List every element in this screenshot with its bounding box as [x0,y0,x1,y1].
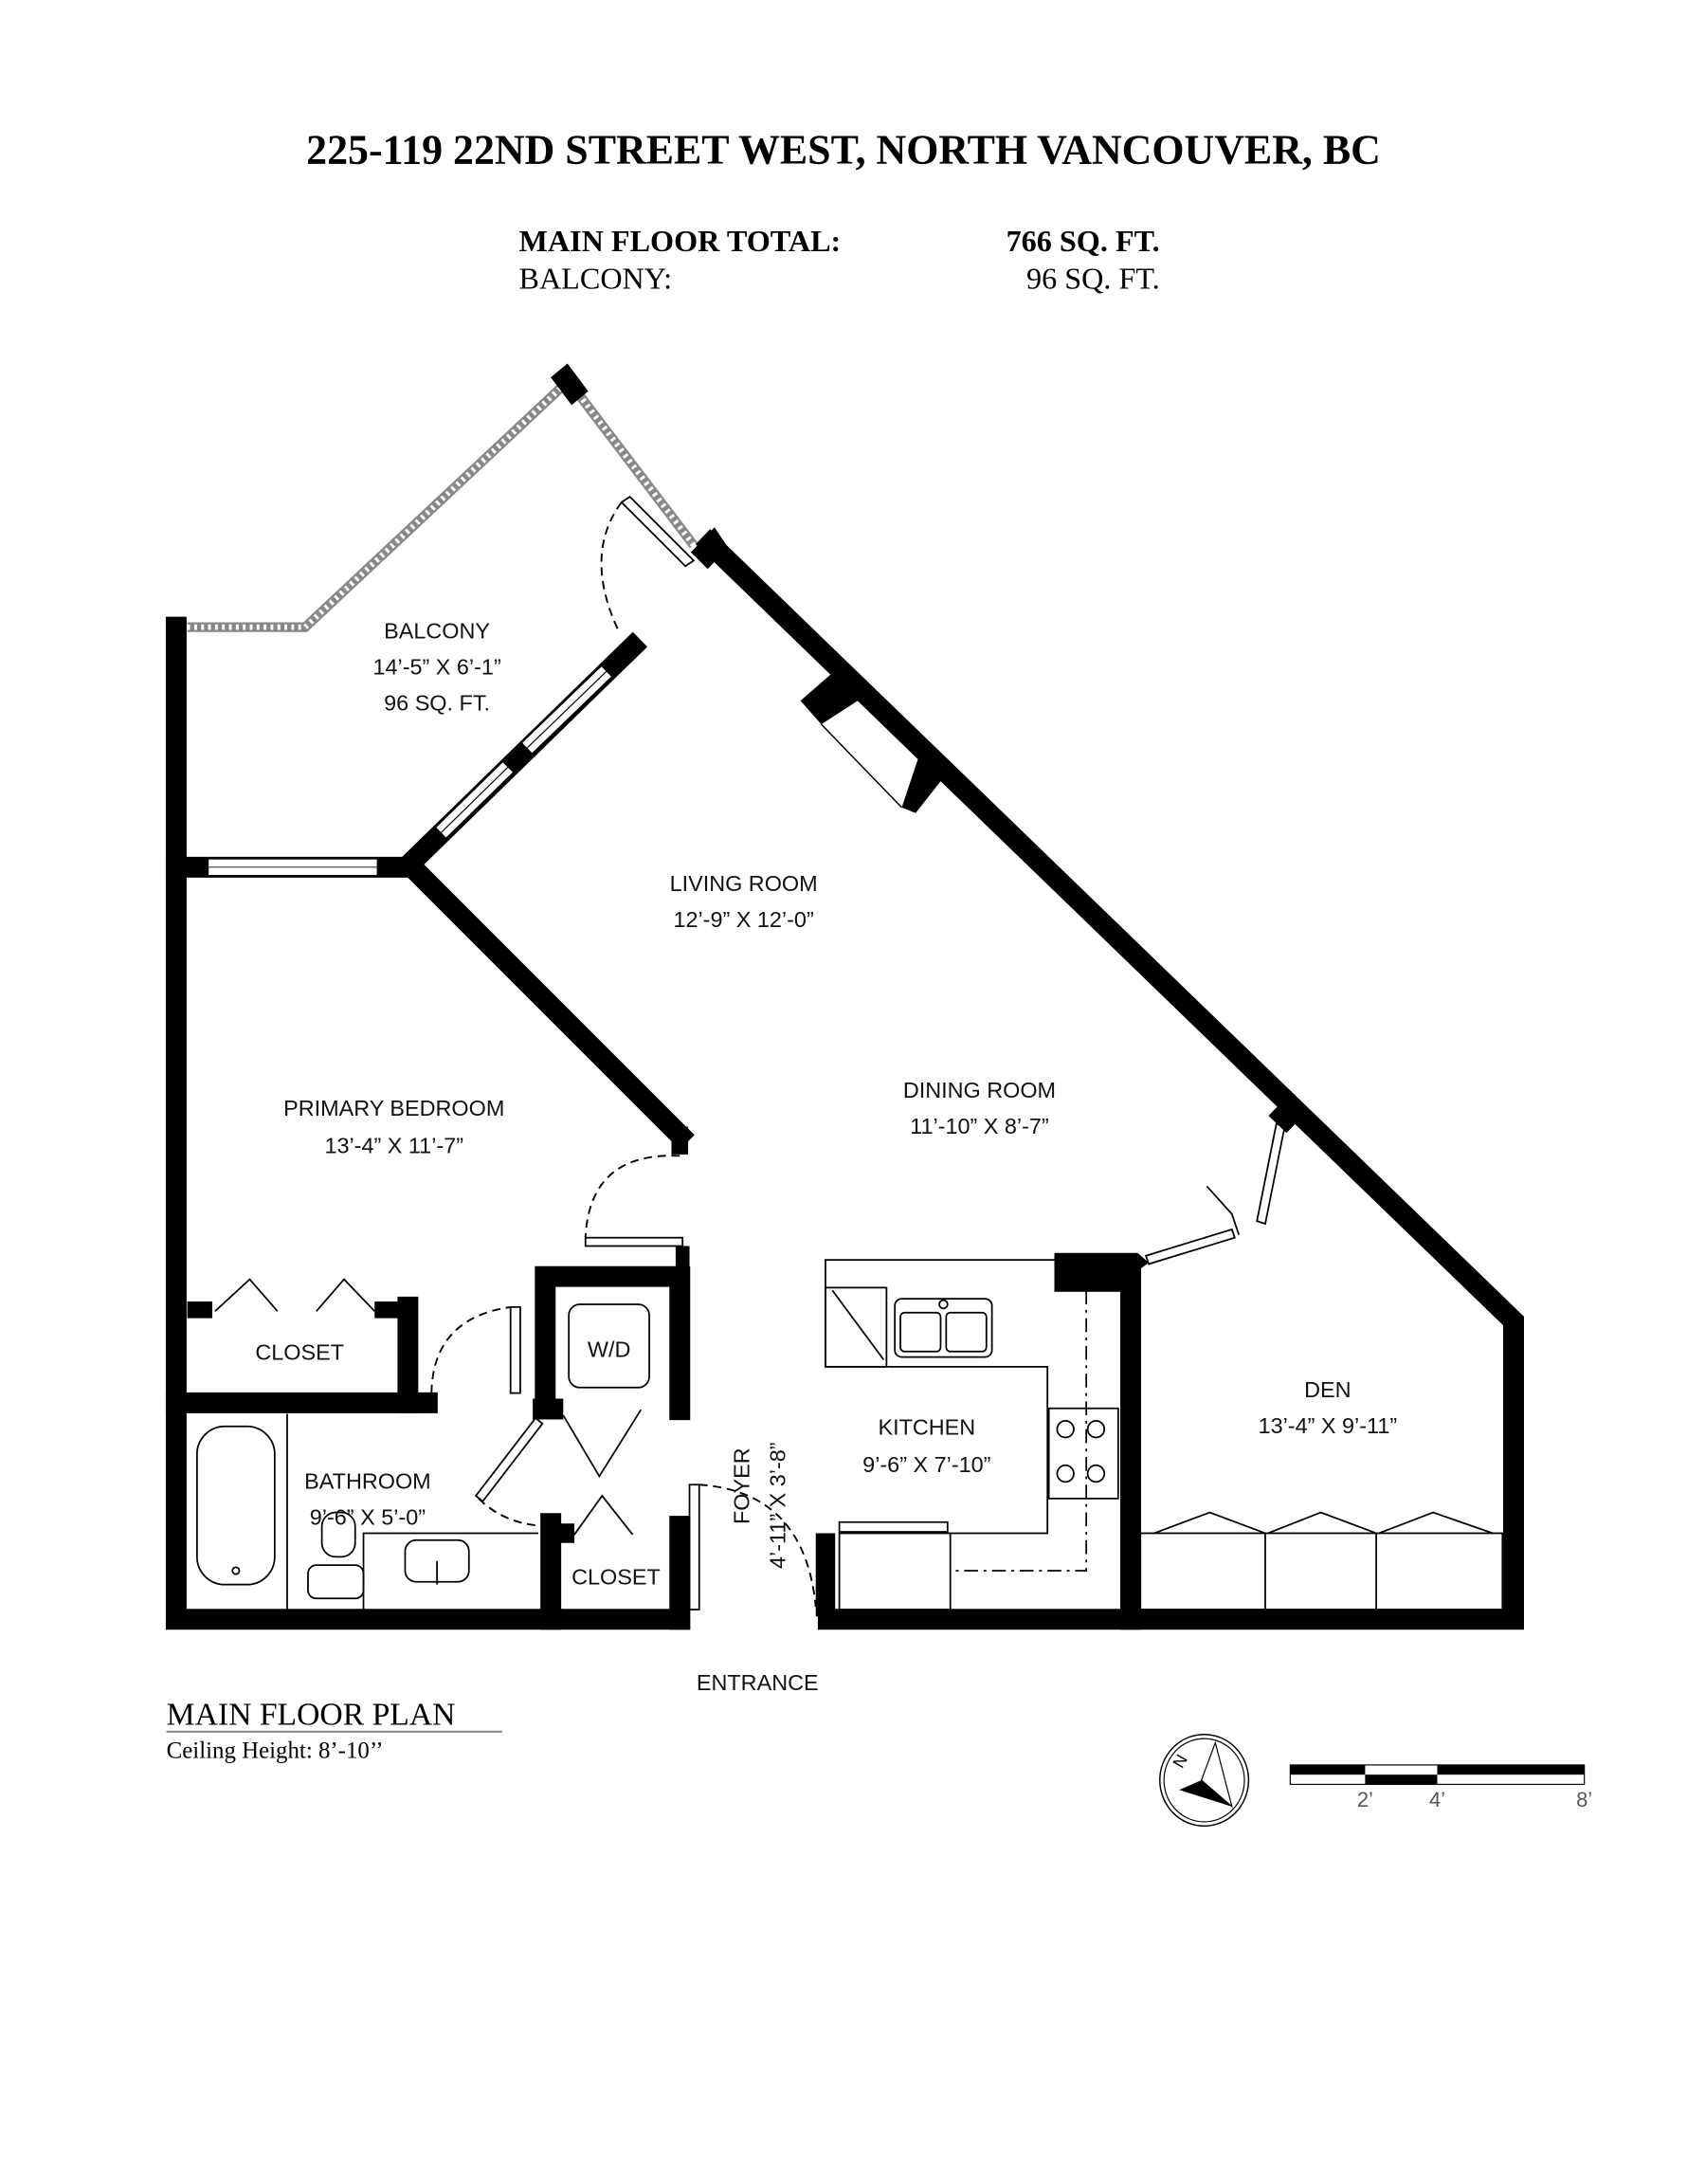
toilet-bowl [320,1511,356,1558]
bathtub [195,1425,276,1586]
bathroom-fixtures [195,1413,538,1610]
room-dimensions: 13’-4” X 11’-7” [324,1133,463,1157]
room-name: KITCHEN [878,1415,975,1440]
room-living: LIVING ROOM 12’-9” X 12’-0” [670,871,818,932]
wall-stub [671,1126,689,1155]
bedroom-north-wall [165,856,425,878]
room-dining: DINING ROOM 11’-10” X 8’-7” [903,1078,1056,1138]
entrance-door[interactable] [688,1483,836,1617]
balcony-area-value: 96 SQ. FT. [1026,261,1160,295]
hall-closet [540,1494,691,1630]
kitchen-fixtures [825,1252,1150,1630]
scale-label-2ft: 2’ [1357,1788,1373,1811]
bedroom-closet-walls [165,1278,438,1413]
laundry-closet [533,1265,691,1479]
scale-bar: 2’ 4’ 8’ [1289,1764,1592,1811]
bedroom-diagonal-wall [404,859,695,1150]
balcony-door[interactable] [600,495,696,632]
exterior-walls [165,527,1524,1630]
north-arrow-compass-icon: N [1159,1734,1250,1828]
closet-label-hall: CLOSET [571,1565,661,1590]
compass-north-letter: N [1169,1751,1191,1771]
room-foyer: FOYER 4’-11” X 3’-8” [729,1442,789,1569]
washer-dryer [568,1303,650,1389]
closet-label-bedroom: CLOSET [255,1340,344,1365]
ceiling-height: Ceiling Height: 8’-10’’ [167,1738,384,1764]
fireplace [800,663,947,813]
scale-label-4ft: 4’ [1429,1788,1445,1811]
room-area: 96 SQ. FT. [384,690,490,715]
room-name: BATHROOM [304,1469,431,1494]
room-den: DEN 13’-4” X 9’-11” [1259,1377,1398,1438]
room-name: DEN [1304,1377,1351,1402]
room-bathroom: BATHROOM 9’-6” X 5’-0” [304,1469,431,1530]
room-dimensions: 11’-10” X 8’-7” [910,1114,1049,1138]
room-dimensions: 9’-6” X 7’-10” [862,1452,990,1477]
room-name: LIVING ROOM [670,871,818,896]
bathroom-door[interactable] [430,1305,521,1394]
lower-counter [838,1532,952,1611]
room-dimensions: 14’-5” X 6’-1” [372,654,500,679]
room-name: BALCONY [384,618,490,643]
scale-label-8ft: 8’ [1576,1788,1592,1811]
living-balcony-wall [395,631,648,878]
room-dimensions: 13’-4” X 9’-11” [1259,1413,1398,1438]
room-name: PRIMARY BEDROOM [283,1096,504,1120]
room-kitchen: KITCHEN 9’-6” X 7’-10” [862,1415,990,1478]
den-closets [1139,1511,1504,1611]
room-name: FOYER [729,1447,753,1524]
dishwasher [825,1286,888,1368]
room-dimensions: 4’-11” X 3’-8” [766,1442,790,1569]
bedroom-door[interactable] [584,1155,690,1271]
room-dimensions: 12’-9” X 12’-0” [673,907,813,932]
room-bedroom: PRIMARY BEDROOM 13’-4” X 11’-7” [283,1096,504,1158]
toilet-tank [307,1564,365,1600]
balcony-area-label: BALCONY: [518,261,672,295]
room-balcony: BALCONY 14’-5” X 6’-1” 96 SQ. FT. [372,618,500,715]
plan-title: MAIN FLOOR PLAN [167,1697,456,1732]
main-floor-total-label: MAIN FLOOR TOTAL: [518,224,841,258]
balcony-railing [187,363,698,632]
kitchen-sink [894,1298,993,1358]
wd-label: W/D [588,1338,631,1362]
room-dimensions: 9’-6” X 5’-0” [310,1505,426,1530]
stove [1047,1407,1119,1500]
entrance-label: ENTRANCE [697,1670,819,1695]
bathroom-hall-door[interactable] [474,1416,553,1528]
room-name: DINING ROOM [903,1078,1056,1102]
den-door[interactable] [1144,1103,1298,1265]
property-address-title: 225-119 22ND STREET WEST, NORTH VANCOUVE… [306,128,1381,173]
main-floor-total-value: 766 SQ. FT. [1007,224,1160,258]
